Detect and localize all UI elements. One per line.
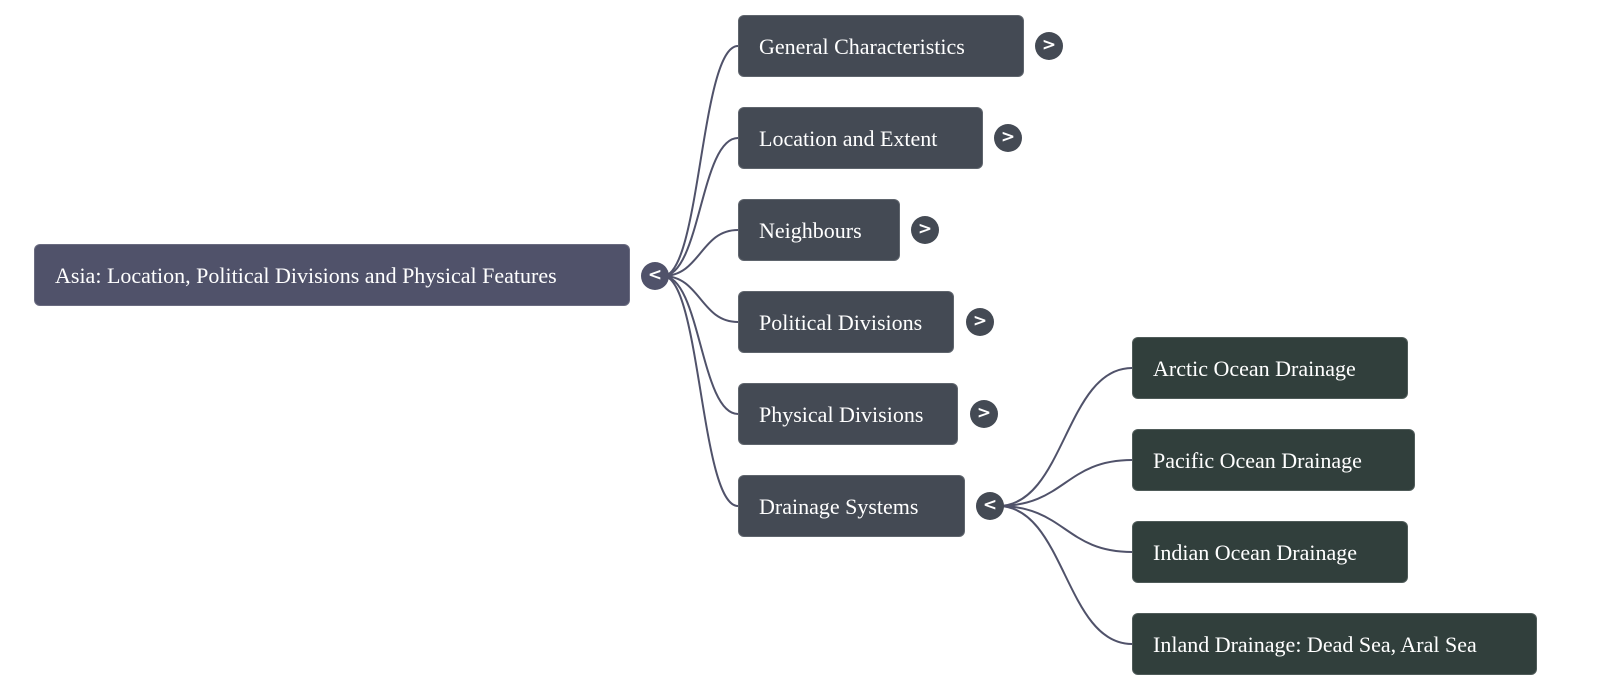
connector-root-branch [662,229,739,277]
connector-drainage-leaf [997,505,1133,645]
connector-root-branch [662,45,739,277]
root-node[interactable]: Asia: Location, Political Divisions and … [34,244,630,306]
branch-physical-divisions[interactable]: Physical Divisions [738,383,958,445]
expand-toggle-neighbours[interactable]: > [911,216,939,244]
connector-root-branch [662,275,739,415]
branch-neighbours[interactable]: Neighbours [738,199,900,261]
connector-drainage-leaf [997,367,1133,507]
connector-root-branch [662,275,739,507]
leaf-arctic-ocean-drainage[interactable]: Arctic Ocean Drainage [1132,337,1408,399]
branch-location-and-extent[interactable]: Location and Extent [738,107,983,169]
connector-root-branch [662,275,739,323]
collapse-root-toggle[interactable]: < [641,262,669,290]
branch-drainage-systems[interactable]: Drainage Systems [738,475,965,537]
leaf-indian-ocean-drainage[interactable]: Indian Ocean Drainage [1132,521,1408,583]
expand-toggle-physical-divisions[interactable]: > [970,400,998,428]
branch-political-divisions[interactable]: Political Divisions [738,291,954,353]
collapse-toggle-drainage-systems[interactable]: < [976,492,1004,520]
connector-drainage-leaf [997,459,1133,507]
branch-general-characteristics[interactable]: General Characteristics [738,15,1024,77]
expand-toggle-location-and-extent[interactable]: > [994,124,1022,152]
leaf-pacific-ocean-drainage[interactable]: Pacific Ocean Drainage [1132,429,1415,491]
connector-root-branch [662,137,739,277]
expand-toggle-general-characteristics[interactable]: > [1035,32,1063,60]
leaf-inland-drainage[interactable]: Inland Drainage: Dead Sea, Aral Sea [1132,613,1537,675]
connector-drainage-leaf [997,505,1133,553]
expand-toggle-political-divisions[interactable]: > [966,308,994,336]
